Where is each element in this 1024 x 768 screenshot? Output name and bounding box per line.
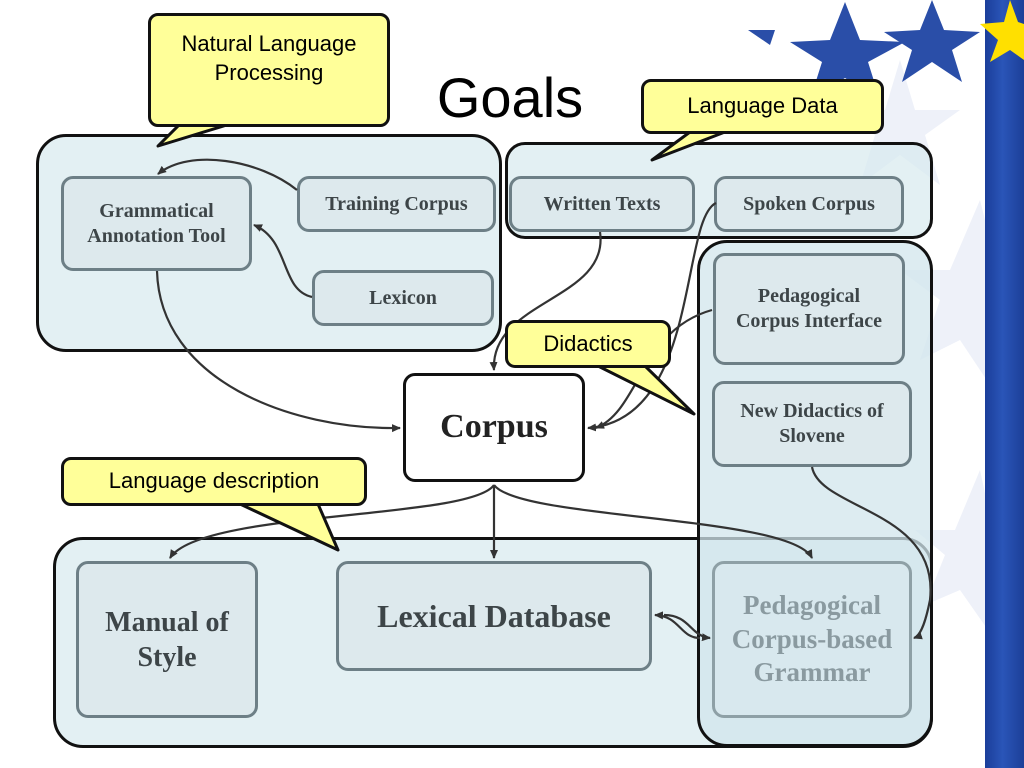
pedagogical-corpus-interface-node: Pedagogical Corpus Interface <box>713 253 905 365</box>
arrow-spoken-to-corpus <box>587 202 717 432</box>
manual-of-style-node: Manual of Style <box>76 561 258 718</box>
nlp-callout: Natural Language Processing <box>148 13 390 127</box>
lexicon-node: Lexicon <box>312 270 494 326</box>
blue-star-icon <box>884 0 980 82</box>
arrow-annotation-to-corpus <box>155 270 401 433</box>
slide-title: Goals <box>436 66 584 129</box>
arrow-training-to-annotation <box>157 158 298 191</box>
blue-star-icon <box>748 30 775 45</box>
written-texts-node: Written Texts <box>509 176 695 232</box>
language-description-callout-pointer <box>238 502 340 552</box>
corpus-node: Corpus <box>403 373 585 482</box>
eu-flag-stripe <box>985 0 1024 768</box>
language-description-callout: Language description <box>61 457 367 506</box>
blue-star-icon <box>790 2 905 100</box>
nlp-callout-pointer <box>156 122 232 148</box>
spoken-corpus-node: Spoken Corpus <box>714 176 904 232</box>
lexical-database-node: Lexical Database <box>336 561 652 671</box>
language-data-callout: Language Data <box>641 79 884 134</box>
grammatical-annotation-tool-node: Grammatical Annotation Tool <box>61 176 252 271</box>
arrow-corpus-to-grammar <box>493 484 813 559</box>
faint-star-icon <box>915 470 1024 640</box>
arrow-lexicon-to-annotation <box>253 223 313 299</box>
arrow-didactics-to-grammar <box>810 466 932 640</box>
new-didactics-of-slovene-node: New Didactics of Slovene <box>712 381 912 467</box>
didactics-callout-pointer <box>596 364 696 416</box>
arrow-corpus-to-manual <box>169 484 495 559</box>
didactics-callout: Didactics <box>505 320 671 368</box>
language-data-callout-pointer <box>650 130 727 162</box>
arrow-lexical-grammar-bidirectional <box>663 613 711 642</box>
training-corpus-node: Training Corpus <box>297 176 496 232</box>
yellow-star-icon <box>980 0 1024 62</box>
pedagogical-corpus-based-grammar-node: Pedagogical Corpus-based Grammar <box>712 561 912 718</box>
arrow-written-to-corpus <box>489 231 602 371</box>
